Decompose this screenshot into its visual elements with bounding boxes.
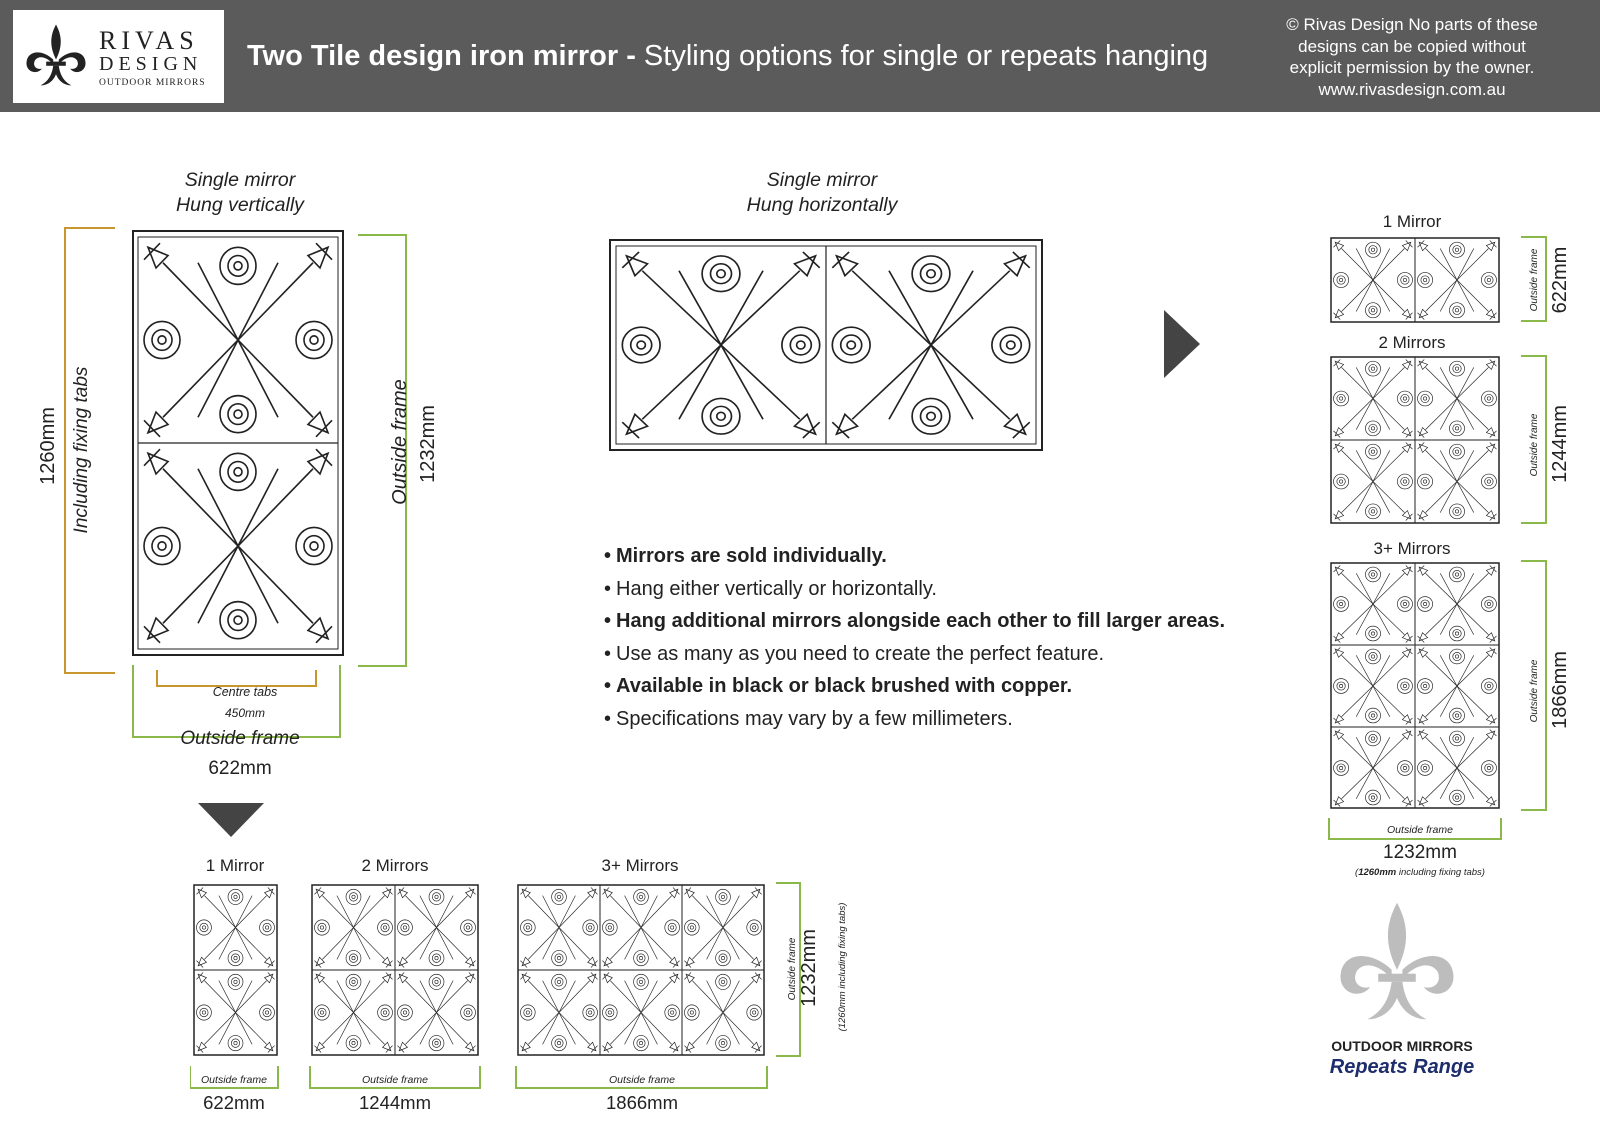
right-repeat-1-mirror bbox=[1330, 237, 1500, 323]
right-height-value-3: 1866mm bbox=[1549, 651, 1571, 729]
bottom-title-3: 3+ Mirrors bbox=[601, 856, 679, 875]
fleur-de-lis-icon bbox=[26, 24, 86, 86]
caption-line-2: Hung horizontally bbox=[746, 194, 898, 216]
right-bottom-label: Outside frame bbox=[1387, 824, 1453, 836]
centre-tabs-label: Centre tabs bbox=[212, 685, 278, 699]
logo-subtitle: OUTDOOR MIRRORS bbox=[99, 78, 206, 88]
vertical-mirror-diagram bbox=[64, 227, 407, 738]
bottom-frame-label-2: Outside frame bbox=[362, 1074, 428, 1086]
right-height-bracket-1 bbox=[1521, 236, 1547, 322]
bottom-height-note: (1260mm including fixing tabs) bbox=[837, 902, 848, 1032]
caption-line-1: Single mirror bbox=[766, 169, 878, 191]
bottom-width-value-3: 1866mm bbox=[606, 1092, 678, 1113]
right-repeat-3-mirrors bbox=[1330, 562, 1500, 809]
right-repeat-2-mirrors bbox=[1330, 356, 1500, 524]
bottom-width-value-1: 622mm bbox=[203, 1092, 265, 1113]
centre-tabs-bracket bbox=[156, 670, 317, 687]
frame-height-label: Outside frame bbox=[389, 379, 411, 505]
title-rest: Styling options for single or repeats ha… bbox=[635, 40, 1209, 72]
bottom-height-bracket bbox=[776, 882, 801, 1057]
right-height-bracket-3 bbox=[1521, 560, 1547, 811]
caption-line-2: Hung vertically bbox=[176, 194, 304, 216]
frame-width-bracket bbox=[132, 665, 341, 738]
header-bar: RIVAS DESIGN OUTDOOR MIRRORS Two Tile de… bbox=[0, 0, 1600, 112]
website-link[interactable]: www.rivasdesign.com.au bbox=[1318, 79, 1506, 99]
frame-width-value: 622mm bbox=[208, 758, 272, 779]
frame-width-label: Outside frame bbox=[180, 728, 300, 749]
bottom-frame-label-3: Outside frame bbox=[609, 1074, 675, 1086]
brand-line: OUTDOOR MIRRORS bbox=[1331, 1038, 1473, 1054]
vertical-mirror bbox=[132, 230, 344, 656]
rivas-design-logo[interactable]: RIVAS DESIGN OUTDOOR MIRRORS bbox=[13, 10, 224, 103]
right-height-value-2: 1244mm bbox=[1549, 405, 1571, 483]
total-height-bracket bbox=[64, 227, 115, 674]
feature-item: Hang either vertically or horizontally. bbox=[604, 573, 1225, 606]
right-bottom-note: (1260mm including fixing tabs) bbox=[1320, 867, 1520, 878]
copyright-line: explicit permission by the owner. bbox=[1289, 58, 1535, 77]
bottom-repeat-1-mirror bbox=[193, 884, 278, 1056]
bottom-width-bracket-1 bbox=[190, 1066, 279, 1089]
right-title-1: 1 Mirror bbox=[1382, 212, 1442, 231]
logo-design: DESIGN bbox=[99, 53, 203, 75]
title-bold: Two Tile design iron mirror - bbox=[247, 40, 636, 72]
right-bottom-value: 1232mm bbox=[1383, 842, 1457, 863]
vertical-caption: Single mirror Hung vertically bbox=[140, 168, 340, 218]
bottom-height-value: 1232mm bbox=[798, 929, 820, 1007]
right-title-3: 3+ Mirrors bbox=[1373, 539, 1451, 558]
copyright-notice: © Rivas Design No parts of these designs… bbox=[1262, 14, 1562, 100]
logo-name: RIVAS bbox=[99, 26, 199, 55]
feature-item: Hang additional mirrors alongside each o… bbox=[604, 605, 1225, 638]
horizontal-mirror bbox=[609, 239, 1043, 451]
right-side-label-2: Outside frame bbox=[1529, 413, 1540, 477]
fleur-de-lis-watermark-icon bbox=[1340, 902, 1454, 1020]
right-height-value-1: 622mm bbox=[1549, 246, 1571, 314]
note-open: ( bbox=[1355, 867, 1359, 878]
feature-list: Mirrors are sold individually. Hang eith… bbox=[604, 540, 1225, 735]
feature-item: Use as many as you need to create the pe… bbox=[604, 638, 1225, 671]
page-title: Two Tile design iron mirror - Styling op… bbox=[247, 36, 1208, 76]
note-bold: 1260mm bbox=[1358, 867, 1397, 878]
feature-item: Specifications may vary by a few millime… bbox=[604, 703, 1225, 736]
bottom-width-bracket-2 bbox=[309, 1066, 481, 1089]
note-rest: including fixing tabs) bbox=[1396, 867, 1485, 878]
bottom-repeat-3-mirrors bbox=[517, 884, 765, 1056]
feature-item: Available in black or black brushed with… bbox=[604, 670, 1225, 703]
right-height-bracket-2 bbox=[1521, 355, 1547, 524]
right-repeats-diagram bbox=[1328, 236, 1547, 840]
frame-height-value: 1232mm bbox=[417, 405, 439, 483]
feature-item: Mirrors are sold individually. bbox=[604, 540, 1225, 573]
centre-tabs-value: 450mm bbox=[224, 706, 265, 720]
bottom-title-2: 2 Mirrors bbox=[361, 856, 429, 875]
caption-line-1: Single mirror bbox=[184, 169, 296, 191]
total-height-note: Including fixing tabs bbox=[71, 366, 92, 534]
right-title-2: 2 Mirrors bbox=[1378, 333, 1446, 352]
right-side-label-1: Outside frame bbox=[1529, 248, 1540, 312]
bottom-width-bracket-3 bbox=[515, 1066, 768, 1089]
brand-range: Repeats Range bbox=[1329, 1056, 1475, 1078]
bottom-repeat-2-mirrors bbox=[311, 884, 479, 1056]
right-arrow-icon bbox=[1164, 310, 1200, 378]
copyright-line: © Rivas Design No parts of these bbox=[1286, 15, 1538, 34]
bottom-repeats-diagram bbox=[190, 882, 801, 1089]
down-arrow-icon bbox=[198, 803, 264, 837]
total-height-value: 1260mm bbox=[37, 407, 59, 485]
bottom-width-value-2: 1244mm bbox=[359, 1092, 431, 1113]
bottom-title-1: 1 Mirror bbox=[205, 856, 265, 875]
horizontal-caption: Single mirror Hung horizontally bbox=[722, 168, 922, 218]
copyright-line: designs can be copied without bbox=[1298, 36, 1526, 56]
right-width-bracket bbox=[1328, 818, 1502, 840]
right-side-label-3: Outside frame bbox=[1529, 659, 1540, 723]
bottom-frame-label-1: Outside frame bbox=[201, 1074, 267, 1086]
frame-height-bracket bbox=[358, 234, 407, 667]
